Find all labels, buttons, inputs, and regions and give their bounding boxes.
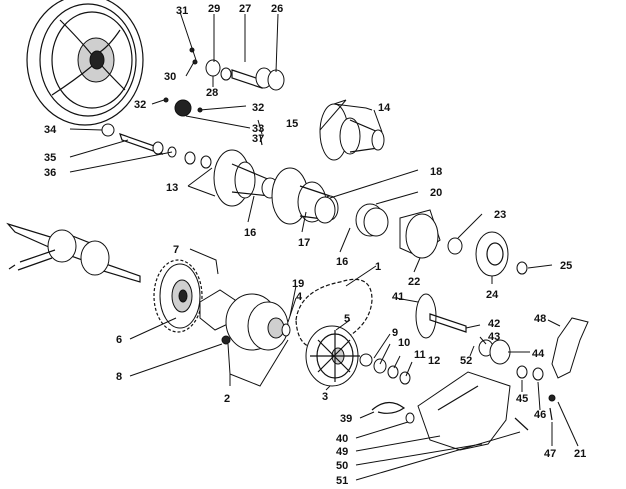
label-48: 48 [534,313,546,325]
label-31: 31 [176,5,188,17]
label-47: 47 [544,448,556,460]
label-27: 27 [239,3,251,15]
variator-group [199,289,291,351]
part-labels: 31 29 27 26 30 28 32 32 33 15 37 14 34 3… [44,3,586,487]
label-11: 11 [414,349,426,361]
label-32-left: 32 [134,99,146,111]
label-44: 44 [532,348,545,360]
rear-wheel [26,0,144,126]
label-21: 21 [574,448,586,460]
label-17: 17 [298,237,310,249]
label-24: 24 [486,289,499,301]
label-51: 51 [336,475,348,487]
label-18: 18 [430,166,442,178]
label-3: 3 [322,391,328,403]
label-15: 15 [286,118,298,130]
label-50: 50 [336,460,348,472]
label-36: 36 [44,167,56,179]
transmission-cover [371,371,529,451]
label-14: 14 [378,102,391,114]
label-29: 29 [208,3,220,15]
label-9: 9 [392,327,398,339]
label-49: 49 [336,446,348,458]
label-52: 52 [460,355,472,367]
label-40: 40 [336,433,348,445]
label-34: 34 [44,124,57,136]
label-35: 35 [44,152,56,164]
label-42: 42 [488,318,500,330]
label-39: 39 [340,413,352,425]
label-22: 22 [408,276,420,288]
label-16-right: 16 [336,256,348,268]
label-37: 37 [252,133,264,145]
crankshaft [6,222,141,283]
label-1: 1 [375,261,381,273]
label-8: 8 [116,371,122,383]
label-12: 12 [428,355,440,367]
label-33: 33 [252,123,264,135]
label-25: 25 [560,260,572,272]
label-46: 46 [534,409,546,421]
label-30: 30 [164,71,176,83]
label-32-right: 32 [252,102,264,114]
label-2: 2 [224,393,230,405]
label-6: 6 [116,334,122,346]
driven-pulley-assembly [213,149,339,225]
label-4: 4 [296,291,303,303]
clutch-pulley [319,103,385,161]
label-16-left: 16 [244,227,256,239]
label-13: 13 [166,182,178,194]
clutch-bell-group [355,203,528,277]
label-28: 28 [206,87,218,99]
drive-gear [153,259,203,333]
label-43: 43 [488,331,500,343]
label-19: 19 [292,278,304,290]
label-5: 5 [344,313,350,325]
label-23: 23 [494,209,506,221]
label-7: 7 [173,244,179,256]
gear-shaft-parts [101,47,285,169]
fan-pulley [305,325,360,387]
label-45: 45 [516,393,528,405]
label-20: 20 [430,187,442,199]
kickstart-group [415,293,589,421]
leader-lines [69,11,579,481]
label-41: 41 [392,291,404,303]
label-26: 26 [271,3,283,15]
washer-set [359,353,411,385]
label-10: 10 [398,337,410,349]
